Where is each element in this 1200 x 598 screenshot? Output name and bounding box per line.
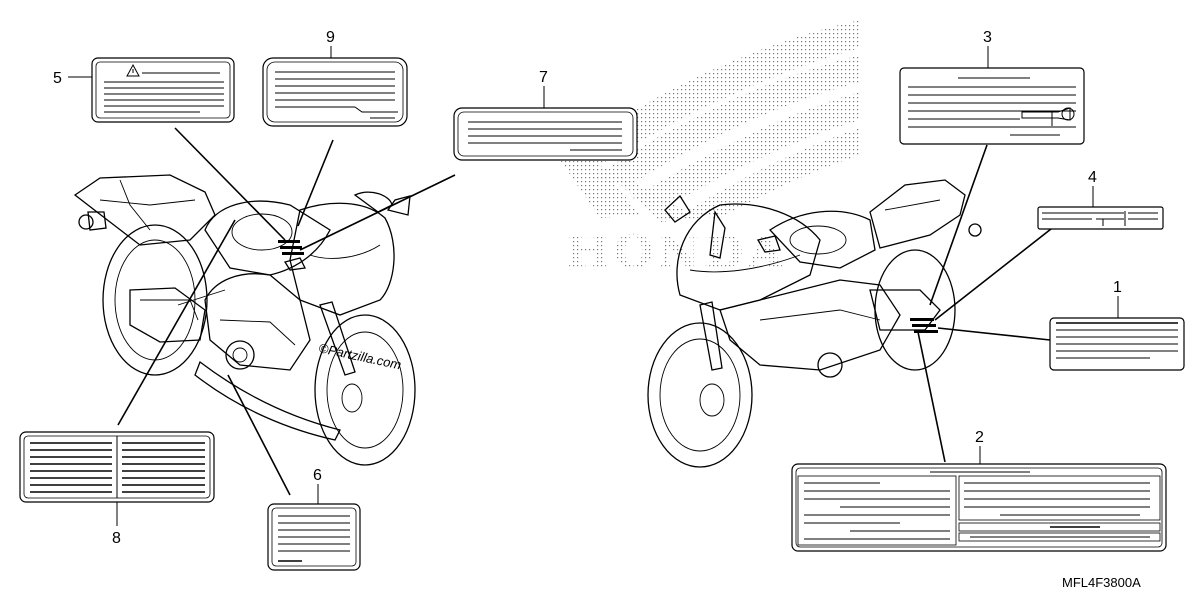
callout-7: 7 — [539, 69, 548, 86]
callout-5: 5 — [53, 70, 62, 87]
label-9: 9 — [262, 29, 408, 127]
leader-lines — [117, 127, 1066, 496]
bike-right-label-marks — [910, 318, 938, 333]
label-3: 3 — [899, 29, 1085, 145]
callout-2: 2 — [975, 429, 984, 446]
callout-3: 3 — [983, 29, 992, 46]
callout-8: 8 — [112, 530, 121, 547]
label-8: 8 — [19, 431, 215, 547]
warning-triangle-icon — [126, 63, 140, 77]
callout-6: 6 — [313, 467, 322, 484]
label-6: 6 — [267, 467, 361, 571]
callout-4: 4 — [1088, 169, 1097, 186]
part-code: MFL4F3800A — [1062, 575, 1141, 590]
label-1: 1 — [1049, 279, 1185, 371]
callout-1: 1 — [1113, 279, 1122, 296]
motorcycle-left-view — [73, 174, 416, 466]
bike-left-label-marks — [278, 240, 304, 255]
key-icon — [1021, 107, 1075, 126]
honda-logo-text: HONDA — [566, 225, 787, 279]
callout-9: 9 — [326, 29, 335, 46]
motorcycle-right-view — [647, 179, 982, 468]
label-5: 5 — [53, 57, 235, 123]
label-7: 7 — [453, 69, 638, 161]
label-4: 4 — [1037, 169, 1164, 230]
label-2: 2 — [791, 429, 1167, 552]
